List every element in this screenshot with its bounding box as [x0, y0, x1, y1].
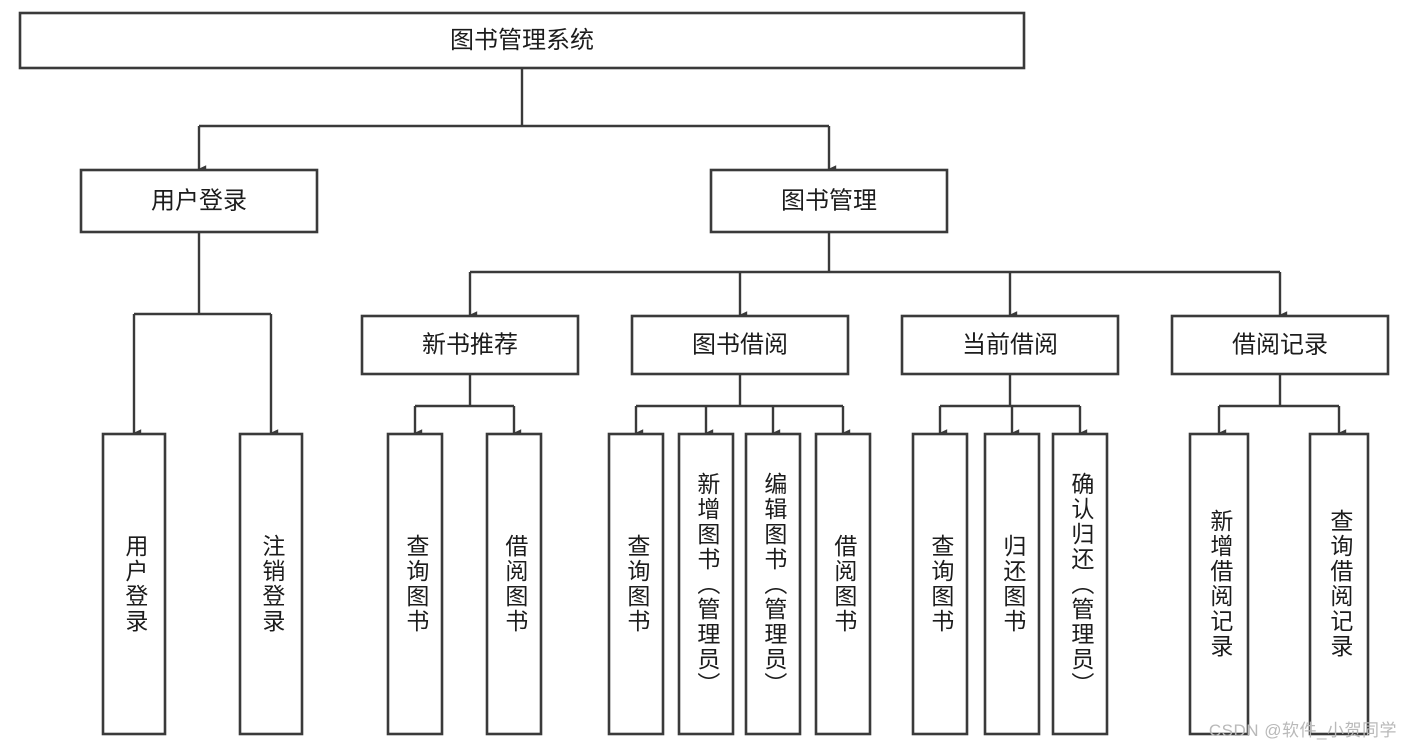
node-box-leaf-query-record	[1308, 432, 1370, 736]
node-label-root: 图书管理系统	[450, 27, 594, 54]
node-label-borrow-record: 借阅记录	[1232, 331, 1328, 358]
node-box-leaf-query-book-1	[386, 432, 444, 736]
node-box-book-borrow	[630, 314, 850, 376]
node-box-leaf-return-book	[983, 432, 1041, 736]
node-label-book-borrow: 图书借阅	[692, 331, 788, 358]
node-box-borrow-record	[1170, 314, 1390, 376]
node-label-book-manage: 图书管理	[781, 187, 877, 214]
csdn-watermark: CSDN @软件_小贺同学	[1208, 721, 1397, 740]
node-box-new-book-recommend	[360, 314, 580, 376]
node-box-user-login	[79, 168, 319, 234]
node-box-root	[18, 11, 1026, 70]
node-box-leaf-add-book	[677, 432, 735, 736]
node-box-leaf-logout	[238, 432, 304, 736]
node-box-leaf-borrow-book-2	[814, 432, 872, 736]
connector-layer	[132, 68, 1347, 437]
node-box-leaf-query-book-3	[911, 432, 969, 736]
node-box-leaf-query-book-2	[607, 432, 665, 736]
node-box-leaf-edit-book	[744, 432, 802, 736]
node-box-leaf-add-record	[1188, 432, 1250, 736]
node-box-leaf-user-login	[101, 432, 167, 736]
node-box-book-manage	[709, 168, 949, 234]
node-label-new-book-recommend: 新书推荐	[422, 331, 518, 358]
box-layer	[18, 11, 1390, 736]
node-box-leaf-confirm-return	[1051, 432, 1109, 736]
node-label-user-login: 用户登录	[151, 187, 247, 214]
node-box-current-borrow	[900, 314, 1120, 376]
node-box-leaf-borrow-book-1	[485, 432, 543, 736]
node-label-current-borrow: 当前借阅	[962, 331, 1058, 358]
